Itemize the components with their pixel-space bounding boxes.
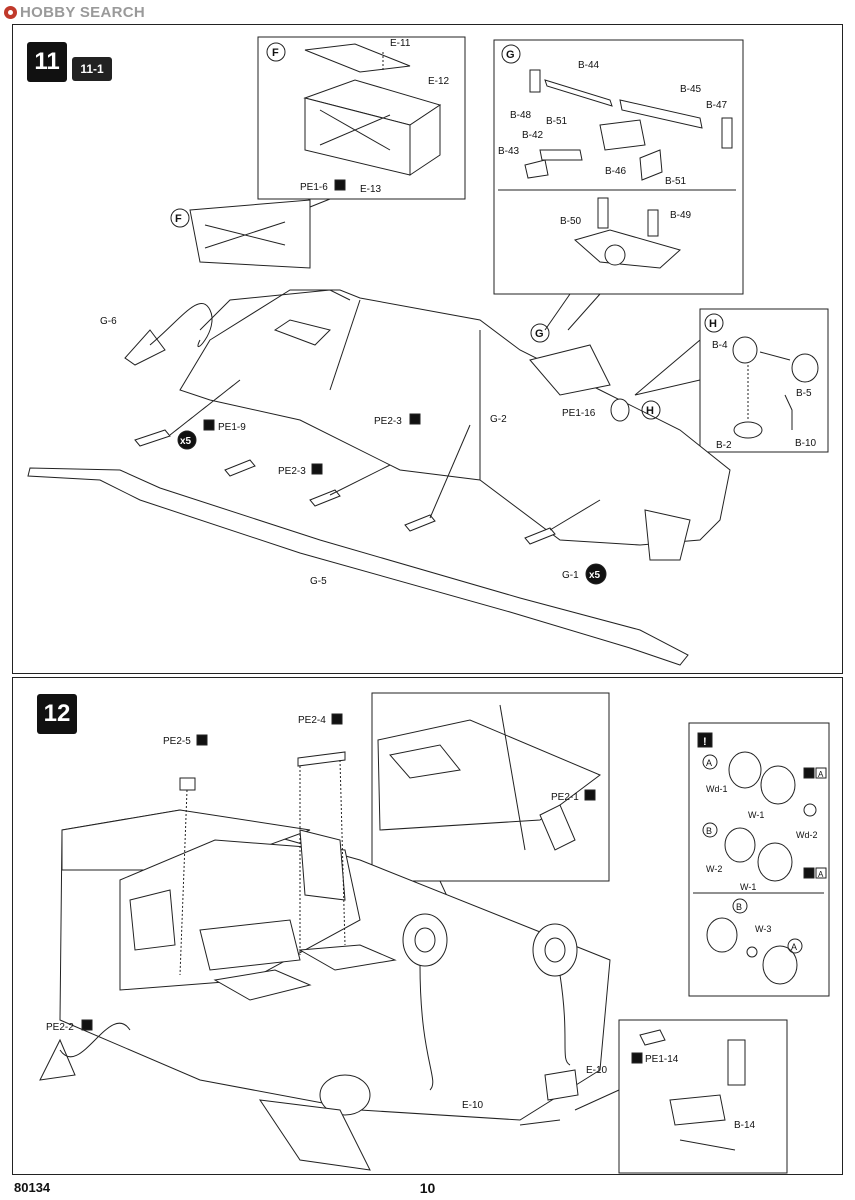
callout-g-main: G (535, 328, 544, 340)
pe-bend-icon-4 (311, 463, 323, 475)
pe-bend-icon-2 (203, 419, 215, 431)
label-b50: B-50 (560, 216, 582, 227)
label-b51a: B-51 (546, 116, 568, 127)
label-b42: B-42 (522, 130, 544, 141)
label-pe2-3-b: PE2-3 (278, 466, 306, 477)
label-opt-b2: B (736, 902, 742, 912)
callout-f-top: F (272, 47, 279, 59)
page-number: 10 (419, 1180, 436, 1196)
step12-inset-detail: PE2-1 (371, 692, 610, 936)
label-ft-a1: A (818, 770, 824, 779)
label-e12: E-12 (428, 76, 450, 87)
label-w2: W-2 (706, 864, 722, 874)
label-pe2-4: PE2-4 (298, 715, 326, 726)
label-b5: B-5 (796, 388, 812, 399)
label-pe1-6: PE1-6 (300, 182, 328, 193)
label-b48: B-48 (510, 110, 532, 121)
callout-h-main: H (646, 405, 654, 417)
label-e10-b: E-10 (462, 1100, 484, 1111)
watermark: HOBBY SEARCH (4, 4, 145, 21)
label-w1-a: W-1 (748, 810, 764, 820)
label-pe2-5: PE2-5 (163, 736, 191, 747)
pe-bend-icon (334, 179, 346, 191)
label-b45: B-45 (680, 84, 702, 95)
label-x5-b: x5 (589, 570, 601, 581)
pe-bend-icon-9 (631, 1052, 643, 1064)
pe-bend-icon-8 (81, 1019, 93, 1031)
label-pe2-1: PE2-1 (551, 792, 579, 803)
label-opt-a2: A (791, 942, 797, 952)
kit-number: 80134 (14, 1180, 51, 1195)
label-wd1: Wd-1 (706, 784, 728, 794)
label-b2: B-2 (716, 440, 732, 451)
label-opt-b1: B (706, 826, 712, 836)
label-b4: B-4 (712, 340, 728, 351)
label-b46: B-46 (605, 166, 627, 177)
pe-bend-icon-7 (331, 713, 343, 725)
label-g2: G-2 (490, 414, 507, 425)
paint-icon-2 (803, 867, 815, 879)
label-w3: W-3 (755, 924, 771, 934)
label-g1: G-1 (562, 570, 579, 581)
pe-bend-icon-6 (196, 734, 208, 746)
step-12-number: 12 (37, 694, 77, 734)
detail-g-box: G B-44 B-45 B-47 B-48 B-51 B-42 B-43 B-4… (493, 39, 744, 331)
label-e10-a: E-10 (586, 1065, 608, 1076)
callout-f-main: F (175, 213, 182, 225)
label-b44: B-44 (578, 60, 600, 71)
pe-bend-icon-3 (409, 413, 421, 425)
label-pe2-3-a: PE2-3 (374, 416, 402, 427)
step-11-number: 11 (27, 42, 67, 82)
caution-icon (697, 732, 713, 748)
label-opt-a1: A (706, 758, 712, 768)
watermark-text: HOBBY SEARCH (20, 4, 146, 21)
label-pe2-2: PE2-2 (46, 1022, 74, 1033)
step-11-frame (12, 24, 843, 674)
label-b14: B-14 (734, 1120, 756, 1131)
label-w1-b: W-1 (740, 882, 756, 892)
label-g5: G-5 (310, 576, 327, 587)
label-b51b: B-51 (665, 176, 687, 187)
label-b43: B-43 (498, 146, 520, 157)
label-b49: B-49 (670, 210, 692, 221)
label-e13: E-13 (360, 184, 382, 195)
label-e11: E-11 (390, 38, 411, 49)
step-12-frame (12, 677, 843, 1175)
step11-hull: F H G G-6 PE1-9 x5 PE2-3 PE2-3 (27, 199, 731, 666)
step-11-substep: 11-1 (72, 57, 112, 81)
step12-hull: PE2-5 PE2-4 PE2-2 E-10 E-10 PE1-14 B-14 (39, 713, 788, 1174)
label-b10: B-10 (795, 438, 817, 449)
callout-g-top: G (506, 49, 515, 61)
wheel-options-box: ! A Wd-1 W-1 Wd-2 A B W-2 W-1 A B W-3 A (688, 722, 830, 997)
pe-bend-icon-5 (584, 789, 596, 801)
label-g6: G-6 (100, 316, 117, 327)
svg-text:!: ! (703, 736, 707, 748)
label-ft-a2: A (818, 870, 824, 879)
watermark-logo-icon (4, 6, 17, 19)
times5-badge-2 (585, 563, 607, 585)
label-wd2: Wd-2 (796, 830, 818, 840)
label-pe1-16: PE1-16 (562, 408, 596, 419)
label-pe1-9: PE1-9 (218, 422, 246, 433)
label-x5-a: x5 (180, 436, 192, 447)
detail-h-box: H B-4 B-5 B-2 B-10 (634, 308, 829, 453)
callout-h-top: H (709, 318, 717, 330)
detail-f-box: F E-11 E-12 PE1-6 E-13 (257, 36, 466, 216)
times5-badge-1 (177, 430, 197, 450)
label-pe1-14: PE1-14 (645, 1054, 679, 1065)
label-b47: B-47 (706, 100, 728, 111)
paint-icon-1 (803, 767, 815, 779)
